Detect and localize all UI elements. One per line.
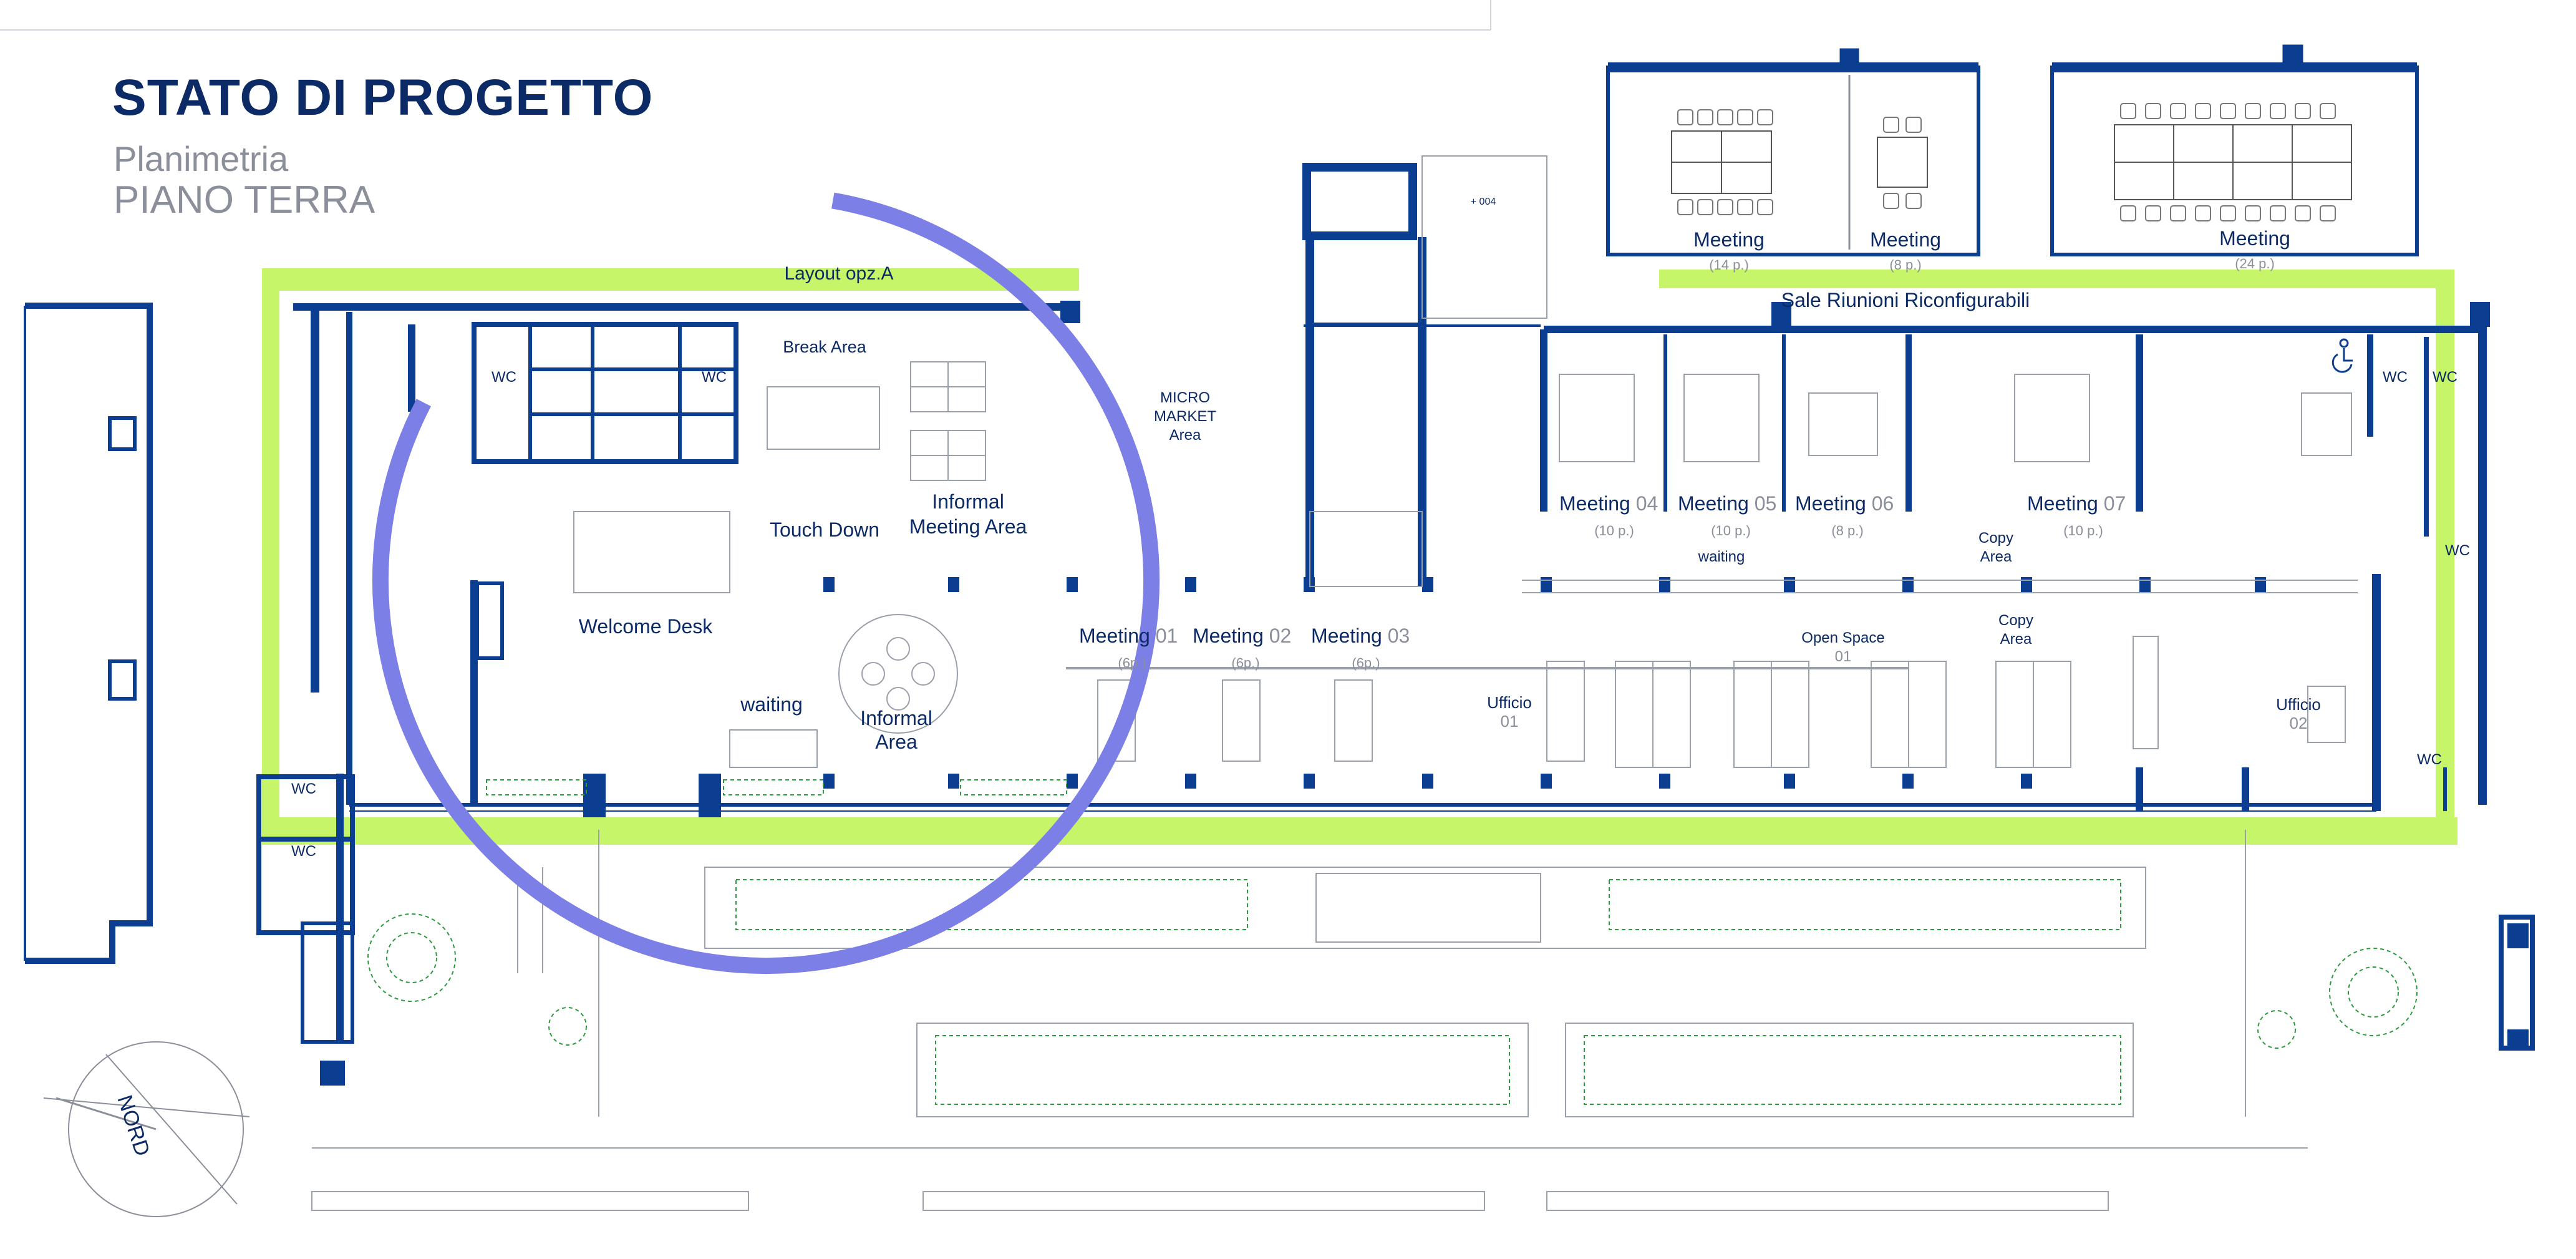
sale-label: Sale Riunioni Riconfigurabili	[1781, 289, 2030, 311]
meeting-03-capacity: (6p.)	[1352, 655, 1380, 671]
terrace	[311, 830, 2308, 1211]
meeting-05-label: Meeting 05	[1678, 492, 1776, 515]
copy-area-2-label: Copy	[1998, 612, 2033, 629]
informal-meeting-label-1: Informal	[932, 490, 1004, 513]
micro-market-label-1: MICRO	[1160, 389, 1210, 406]
micro-market-label-2: MARKET	[1154, 408, 1216, 425]
break-area-label: Break Area	[783, 338, 867, 356]
meeting-upper-14-capacity: (14 p.)	[1709, 257, 1749, 273]
wc-label-7: WC	[2445, 542, 2470, 559]
waiting-label: waiting	[740, 693, 803, 716]
wc-label-4: WC	[291, 843, 316, 860]
meeting-06-label: Meeting 06	[1795, 492, 1894, 515]
layout-highlight	[262, 268, 2457, 845]
meeting-01-capacity: (6p.)	[1118, 655, 1146, 671]
ufficio-01-label: Ufficio	[1487, 693, 1532, 712]
meeting-04-capacity: (10 p.)	[1594, 523, 1634, 538]
meeting-02-capacity: (6p.)	[1231, 655, 1259, 671]
meeting-06-capacity: (8 p.)	[1831, 523, 1863, 538]
meeting-04-label: Meeting 04	[1559, 492, 1658, 515]
informal-area-label-1: Informal	[860, 707, 932, 729]
meeting-05-capacity: (10 p.)	[1711, 523, 1751, 538]
compass	[43, 1041, 250, 1217]
micro-market-label-3: Area	[1169, 427, 1201, 444]
meeting-upper-8-label: Meeting	[1870, 228, 1941, 251]
ufficio-02-number: 02	[2290, 714, 2308, 732]
building-walls	[24, 163, 2535, 1051]
wc-label-8: WC	[2417, 751, 2442, 768]
accessibility-icon	[2331, 338, 2353, 373]
touch-down-label: Touch Down	[770, 518, 879, 541]
greenery	[367, 779, 2418, 1105]
meeting-02-label: Meeting 02	[1193, 625, 1291, 647]
meeting-upper-8-capacity: (8 p.)	[1889, 257, 1921, 273]
page-subtitle-planimetria: Planimetria	[114, 139, 289, 178]
meeting-upper-14-label: Meeting	[1693, 228, 1765, 251]
meeting-07-capacity: (10 p.)	[2063, 523, 2103, 538]
meeting-03-label: Meeting 03	[1311, 625, 1410, 647]
page-title: STATO DI PROGETTO	[112, 69, 654, 126]
meeting-upper-24-capacity: (24 p.)	[2235, 256, 2275, 271]
upper-room-tables	[1671, 124, 2352, 200]
meeting-07-label: Meeting 07	[2027, 492, 2126, 515]
wc-label-5: WC	[2383, 369, 2408, 386]
waiting-label-2: waiting	[1698, 548, 1745, 565]
wc-label-6: WC	[2433, 369, 2457, 386]
meeting-upper-24-label: Meeting	[2219, 227, 2290, 250]
informal-area-label-2: Area	[875, 731, 918, 753]
layout-label: Layout opz.A	[784, 263, 893, 284]
sheet-frame	[0, 0, 1491, 31]
wc-label-1: WC	[491, 369, 516, 386]
copy-area-1-label: Copy	[1978, 530, 2013, 547]
ufficio-02-label: Ufficio	[2276, 695, 2321, 714]
wc-label-3: WC	[291, 780, 316, 797]
interior-furniture	[573, 155, 2358, 768]
meeting-01-label: Meeting 01	[1079, 625, 1178, 647]
informal-meeting-label-2: Meeting Area	[909, 515, 1027, 538]
focus-circle	[372, 187, 1160, 974]
open-space-number: 01	[1835, 648, 1852, 665]
upper-room-chairs	[1677, 103, 2336, 221]
ufficio-01-number: 01	[1501, 712, 1519, 731]
elevation-label: + 004	[1471, 197, 1496, 207]
open-space-label: Open Space	[1801, 630, 1884, 646]
copy-area-2-area: Area	[2000, 631, 2032, 648]
wc-label-2: WC	[702, 369, 727, 386]
page-subtitle-piano: PIANO TERRA	[114, 178, 375, 221]
upper-meeting-rooms	[1606, 44, 2419, 256]
copy-area-1-area: Area	[1980, 548, 2012, 565]
plan-labels: Layout opz.A Sale Riunioni Riconfigurabi…	[112, 197, 2470, 1159]
welcome-desk-label: Welcome Desk	[579, 615, 714, 638]
